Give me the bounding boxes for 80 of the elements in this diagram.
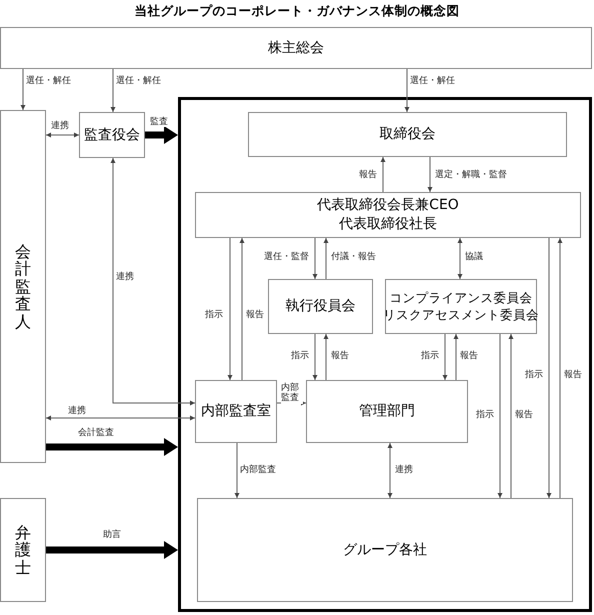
edge-label: 内部監査 <box>240 465 276 476</box>
arrow <box>312 334 318 380</box>
node-box <box>306 380 468 443</box>
arrow <box>46 416 196 420</box>
block-arrow <box>46 541 178 559</box>
edge-label: 指示 <box>205 310 223 320</box>
edge-label: 会計監査 <box>78 428 114 438</box>
arrow <box>498 334 502 498</box>
node-box <box>268 279 373 334</box>
edge-label: 指示 <box>421 351 439 362</box>
arrow <box>458 238 462 280</box>
node-label: リスクアセスメント委員会 <box>383 306 539 324</box>
edge-label: 付議・報告 <box>331 252 376 262</box>
group-frame <box>178 97 592 612</box>
edge-label: 報告 <box>460 351 478 362</box>
node-box <box>195 380 277 443</box>
edge-label: 連携 <box>51 121 69 132</box>
edge-label: 指示 <box>525 370 543 380</box>
node-label: 代表取締役社長 <box>339 215 437 234</box>
arrow <box>546 238 552 498</box>
arrow <box>324 238 328 280</box>
edge-label: 選任・解任 <box>116 76 161 86</box>
node-label: 管理部門 <box>359 402 415 421</box>
edge-label: 連携 <box>68 406 86 416</box>
arrow <box>428 156 432 192</box>
edge-label: 指示 <box>476 410 494 420</box>
block-arrow <box>145 126 178 144</box>
node-box <box>197 498 573 602</box>
edge-label: 報告 <box>515 410 533 420</box>
node-label: 代表取締役会長兼CEO <box>317 196 459 215</box>
edge-label: 選任・監督 <box>264 252 309 262</box>
edge-label: 連携 <box>395 465 413 476</box>
diagram-title: 当社グループのコーポレート・ガバナンス体制の概念図 <box>134 2 460 20</box>
node-label: 株主総会 <box>268 38 324 58</box>
arrow <box>312 238 318 280</box>
arrow <box>110 68 116 112</box>
block-arrow <box>46 438 178 456</box>
node-label: 内部監査室 <box>201 402 271 421</box>
arrow <box>240 238 244 380</box>
edge-label: 指示 <box>291 351 309 362</box>
edge-label: 監査 <box>150 117 168 128</box>
arrow <box>46 132 80 138</box>
edge-label: 選定・解職・監督 <box>435 170 507 180</box>
arrow <box>508 334 514 498</box>
arrow <box>454 334 458 380</box>
node-label: グループ各社 <box>343 540 427 560</box>
arrow <box>228 238 232 380</box>
edge-label: 選任・解任 <box>26 76 71 86</box>
arrow <box>388 442 392 498</box>
node-box <box>248 112 567 157</box>
edge-label: 協議 <box>465 252 483 262</box>
edge-label: 連携 <box>116 272 134 282</box>
edge-label: 助言 <box>103 530 121 540</box>
arrow <box>442 334 448 380</box>
arrow <box>110 158 196 406</box>
arrow <box>276 400 306 406</box>
node-box <box>385 279 537 334</box>
arrow <box>324 334 328 380</box>
edge-label: 報告 <box>359 170 377 180</box>
node-label: 弁護士 <box>15 524 31 576</box>
node-box <box>0 498 46 602</box>
node-label: 取締役会 <box>380 125 436 144</box>
arrow <box>404 68 410 112</box>
arrow <box>20 68 26 110</box>
node-box <box>0 110 46 463</box>
node-label: コンプライアンス委員会 <box>390 290 532 306</box>
arrow <box>380 156 386 192</box>
node-label: 執行役員会 <box>286 297 356 316</box>
arrow <box>558 238 562 498</box>
node-label: 監査役会 <box>84 126 140 144</box>
node-box <box>195 192 581 238</box>
node-label: 会計監査人 <box>15 242 31 330</box>
node-box <box>0 27 592 69</box>
edge-label: 報告 <box>246 310 264 320</box>
edge-label: 選任・解任 <box>410 76 455 86</box>
edge-label: 報告 <box>564 370 582 380</box>
edge-label: 内部監査 <box>281 383 303 404</box>
edge-label: 報告 <box>331 351 349 362</box>
arrow <box>234 442 240 498</box>
node-box <box>79 112 145 158</box>
